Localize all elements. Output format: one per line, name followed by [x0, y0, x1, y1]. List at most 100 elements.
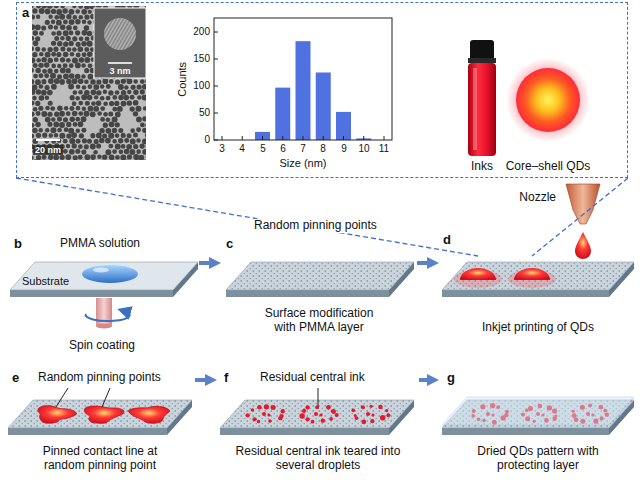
tem-image: [82, 138, 87, 143]
tem-image: [106, 84, 111, 89]
size-histogram: [214, 113, 218, 114]
tem-image: [32, 6, 146, 160]
tem-image: [100, 117, 105, 122]
tem-image: [115, 144, 121, 150]
panel-letter: f: [224, 371, 228, 386]
tem-image: [53, 6, 59, 8]
tem-image: [66, 68, 71, 73]
tem-image: [75, 149, 80, 154]
tem-image: [139, 143, 144, 148]
tem-image: [51, 117, 56, 122]
tem-image: [137, 84, 142, 89]
tem-image: [51, 41, 56, 46]
tem-image: [72, 101, 77, 106]
tem-image: [32, 101, 35, 106]
tem-image: [108, 144, 113, 149]
tem-image: [72, 111, 78, 117]
tem-image: [33, 30, 38, 35]
tem-image: [142, 138, 146, 144]
tem-image: [81, 74, 86, 79]
ink-vial: [468, 58, 496, 63]
tem-image: [73, 90, 78, 95]
tem-image: [75, 63, 81, 69]
tem-image: [32, 8, 37, 13]
tem-image: [127, 90, 131, 94]
substrate-panel: Dried QDs pattern with protecting layer: [440, 370, 636, 474]
tem-image: [96, 133, 102, 139]
tem-image: [100, 160, 105, 161]
part-label: PMMA solution: [60, 237, 140, 251]
hrtem-inset: [87, 1, 153, 67]
tem-image: [84, 47, 89, 52]
tem-image: [56, 52, 61, 57]
substrate-panel: Inkjet printing of QDs: [440, 256, 636, 336]
tem-image: [51, 9, 56, 14]
size-histogram: [214, 86, 218, 87]
residual-dots: [369, 405, 372, 408]
tem-image: [39, 95, 45, 101]
tem-image: [56, 31, 61, 36]
tem-image: [119, 150, 124, 155]
axis-title: Size (nm): [279, 157, 326, 170]
tem-image: [143, 106, 146, 110]
size-histogram: [214, 140, 218, 141]
process-arrow: [417, 261, 430, 265]
tem-image: [32, 123, 35, 128]
tem-image: [80, 160, 86, 161]
tem-image: [63, 149, 68, 154]
residual-dots: [354, 414, 357, 417]
tem-image: [127, 78, 133, 84]
tem-image: [70, 95, 75, 100]
size-histogram: [303, 136, 304, 140]
tem-image: [133, 133, 138, 138]
tem-image: [79, 133, 84, 138]
size-histogram: [323, 136, 324, 140]
tem-image: [54, 78, 60, 84]
tem-image: [32, 89, 35, 95]
panel-letter: b: [14, 237, 22, 252]
residual-dots: [299, 413, 304, 418]
tem-image: [142, 116, 146, 121]
tem-image: [57, 128, 62, 133]
tem-image: [90, 143, 96, 149]
spin-coater: [96, 324, 112, 329]
substrate-panel: Pinned contact line at random pinning po…: [6, 370, 194, 474]
tem-image: [82, 19, 87, 24]
tem-image: [47, 90, 53, 96]
hrtem-inset: [87, 1, 153, 67]
tem-image: [64, 106, 69, 111]
tem-image: [45, 20, 50, 25]
tem-image: [142, 149, 146, 155]
tem-image: [96, 101, 101, 106]
tem-image: [108, 133, 114, 139]
tem-image: [51, 64, 56, 69]
zoom-line: [16, 178, 478, 256]
tem-image: [72, 143, 77, 148]
tem-image: [32, 79, 34, 85]
tem-image: [129, 106, 134, 111]
panel-letter: e: [12, 371, 19, 386]
size-histogram: [214, 32, 218, 33]
tem-image: [39, 160, 44, 161]
tem-image: [44, 85, 49, 90]
nozzle: [566, 184, 600, 259]
tem-image: [145, 123, 146, 128]
tem-image: [72, 58, 78, 64]
tem-image: [75, 19, 80, 24]
tem-image: [94, 139, 99, 144]
tem-image: [133, 111, 138, 116]
tem-image: [99, 138, 104, 143]
residual-dots: [351, 409, 355, 413]
tem-image: [140, 79, 145, 84]
tem-image: [73, 26, 78, 31]
tem-image: [84, 25, 90, 31]
substrate-panel: Surface modification with PMMA layer: [222, 250, 416, 336]
tem-image: [69, 63, 74, 68]
tem-image: [115, 79, 120, 84]
tem-image: [33, 107, 38, 112]
tem-image: [109, 121, 115, 127]
tem-image: [133, 144, 138, 149]
tem-image: [96, 90, 101, 95]
tem-image: [67, 47, 72, 52]
panel-letter: a: [22, 5, 29, 20]
